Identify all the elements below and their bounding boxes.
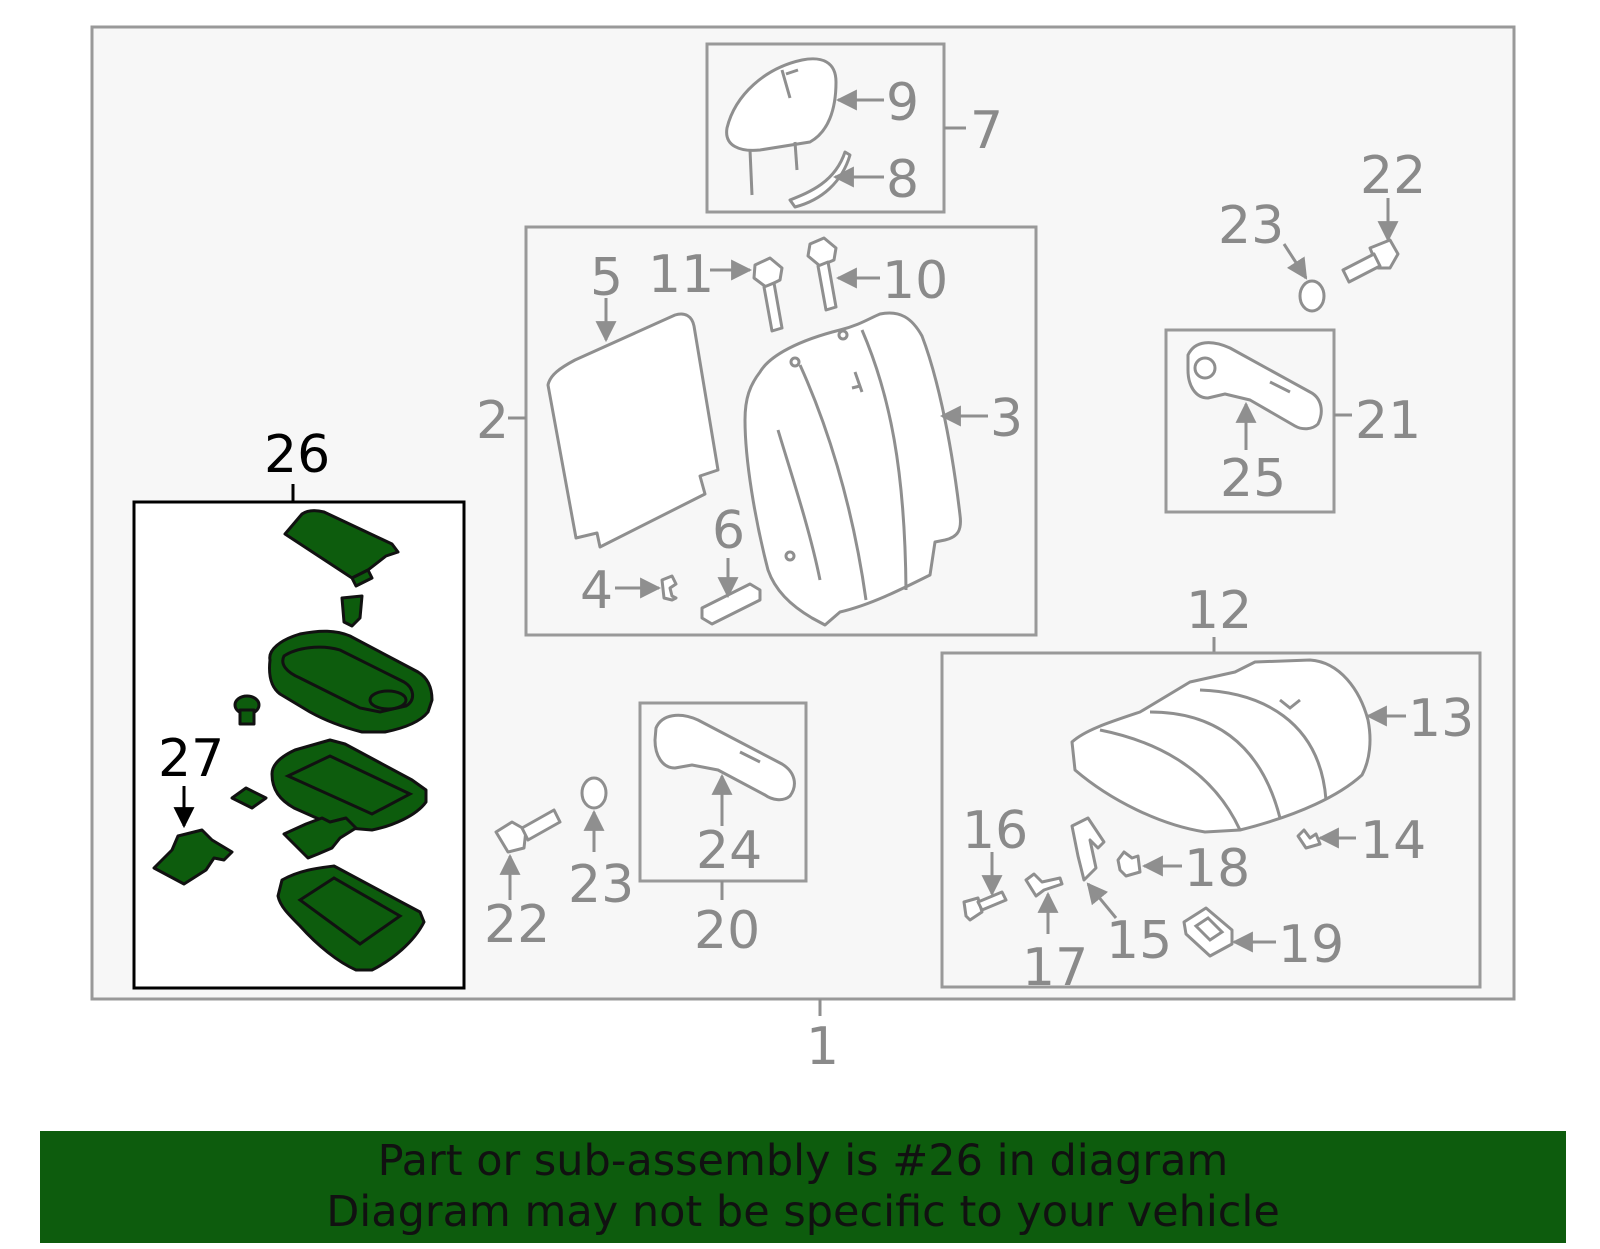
callout-7[interactable]: 7 [970, 101, 1003, 161]
callout-22-lower[interactable]: 22 [484, 895, 550, 955]
clip-part-18[interactable] [1116, 850, 1142, 878]
notice-banner: Part or sub-assembly is #26 in diagram D… [40, 1131, 1566, 1243]
washer-part-23-upper[interactable] [1298, 279, 1326, 313]
notice-line-1: Part or sub-assembly is #26 in diagram [377, 1136, 1229, 1186]
pin-part-17[interactable] [1024, 872, 1064, 898]
back-panel-part-5[interactable] [546, 312, 720, 549]
callout-25[interactable]: 25 [1220, 449, 1286, 509]
bolt-part-22-lower[interactable] [494, 808, 562, 854]
clip-part-14[interactable] [1296, 828, 1322, 850]
callout-6[interactable]: 6 [712, 501, 745, 561]
clip-part-4[interactable] [660, 574, 678, 602]
callout-18[interactable]: 18 [1184, 839, 1250, 899]
pad-part-6[interactable] [700, 582, 762, 626]
console-bracket[interactable] [282, 816, 358, 860]
armrest-part-25[interactable] [1186, 341, 1323, 431]
seat-cushion-part-13[interactable] [1070, 658, 1372, 834]
callout-15[interactable]: 15 [1106, 911, 1172, 971]
armrest-part-24[interactable] [653, 713, 796, 802]
callout-12[interactable]: 12 [1186, 581, 1252, 641]
headrest-guide-part-8[interactable] [788, 150, 852, 209]
bolt-part-16[interactable] [962, 890, 1008, 922]
seat-back-cushion-part-3[interactable] [743, 311, 962, 627]
console-tray-middle[interactable] [270, 738, 428, 832]
callout-21[interactable]: 21 [1355, 391, 1421, 451]
callout-11[interactable]: 11 [648, 245, 714, 305]
callout-3[interactable]: 3 [990, 389, 1023, 449]
console-clip[interactable] [233, 694, 261, 726]
guide-part-10[interactable] [806, 236, 838, 312]
headrest-part-9[interactable] [725, 57, 838, 196]
console-lid[interactable] [283, 509, 400, 588]
callout-14[interactable]: 14 [1360, 811, 1426, 871]
callout-16[interactable]: 16 [962, 801, 1028, 861]
callout-23-upper[interactable]: 23 [1218, 196, 1284, 256]
callout-4[interactable]: 4 [580, 561, 613, 621]
callout-19[interactable]: 19 [1278, 915, 1344, 975]
callout-23-lower[interactable]: 23 [568, 855, 634, 915]
console-tray-upper[interactable] [268, 629, 434, 734]
callout-27[interactable]: 27 [158, 729, 224, 789]
console-small-insert[interactable] [230, 786, 268, 810]
callout-5[interactable]: 5 [590, 248, 623, 308]
washer-part-23-lower[interactable] [580, 776, 608, 810]
console-latch[interactable] [340, 594, 364, 628]
callout-24[interactable]: 24 [696, 821, 762, 881]
console-cover-part-27[interactable] [152, 828, 234, 886]
callout-13[interactable]: 13 [1408, 689, 1474, 749]
callout-22-upper[interactable]: 22 [1360, 146, 1426, 206]
callout-9[interactable]: 9 [886, 73, 919, 133]
guide-part-11[interactable] [752, 256, 784, 333]
console-bin[interactable] [276, 864, 426, 972]
callout-20[interactable]: 20 [694, 901, 760, 961]
notice-line-2: Diagram may not be specific to your vehi… [326, 1187, 1280, 1237]
callout-1[interactable]: 1 [806, 1017, 839, 1077]
bolt-part-22-upper[interactable] [1341, 238, 1400, 284]
bracket-part-15[interactable] [1070, 816, 1106, 882]
callout-26[interactable]: 26 [264, 425, 330, 485]
callout-17[interactable]: 17 [1022, 938, 1088, 998]
callout-8[interactable]: 8 [886, 150, 919, 210]
callout-10[interactable]: 10 [882, 251, 948, 311]
callout-2[interactable]: 2 [476, 391, 509, 451]
